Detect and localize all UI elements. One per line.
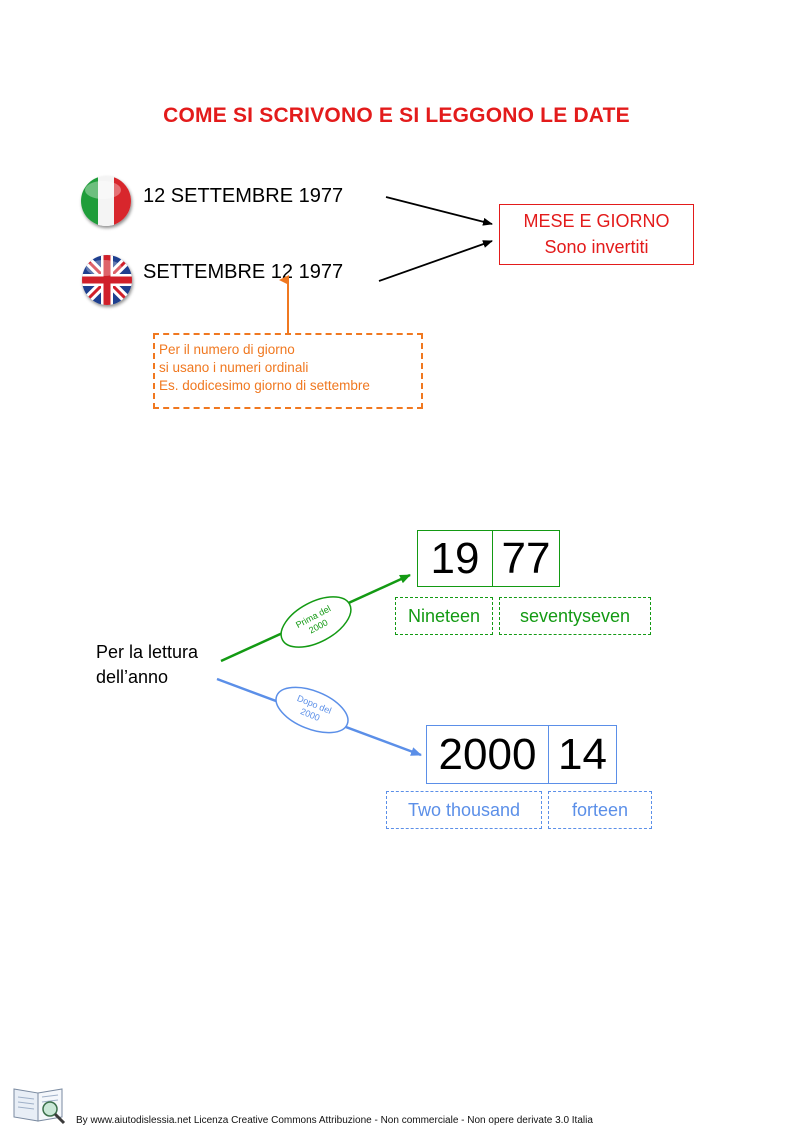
page-title: COME SI SCRIVONO E SI LEGGONO LE DATE [163, 104, 630, 127]
arrow-italian-to-note [385, 196, 493, 226]
ordinal-numbers-note: Per il numero di giorno si usano i numer… [153, 333, 423, 409]
note-orange-line1: Per il numero di giorno [159, 342, 295, 357]
reading-two-thousand: Two thousand [386, 791, 542, 829]
note-orange-line2: si usano i numeri ordinali [159, 360, 309, 375]
year-reading-line1: Per la lettura [96, 642, 199, 662]
month-day-inverted-note: MESE E GIORNO Sono invertiti [499, 204, 694, 265]
badge-before-2000: Prima del 2000 [280, 596, 352, 648]
year-box-2014: 2000 14 [426, 725, 617, 784]
year-reading-label: Per la lettura dell’anno [96, 640, 198, 690]
english-date: SETTEMBRE 12 1977 [143, 261, 344, 283]
year-part-19: 19 [418, 531, 493, 586]
note-red-line2: Sono invertiti [544, 237, 649, 257]
note-red-line1: MESE E GIORNO [523, 211, 670, 231]
year-part-77: 77 [501, 533, 551, 583]
reading-nineteen: Nineteen [395, 597, 493, 635]
year-reading-line2: dell’anno [96, 667, 169, 687]
reading-forteen: forteen [548, 791, 652, 829]
note-orange-line3: Es. dodicesimo giorno di settembre [159, 378, 370, 393]
badge-after-2000: Dopo del 2000 [275, 686, 349, 734]
book-magnifier-logo-icon [12, 1083, 68, 1125]
arrow-english-to-note [378, 240, 493, 282]
reading-seventyseven: seventyseven [499, 597, 651, 635]
license-footer: By www.aiutodislessia.net Licenza Creati… [76, 1115, 593, 1126]
year-part-14: 14 [558, 729, 607, 779]
italy-flag-icon [81, 176, 131, 226]
year-part-2000: 2000 [427, 726, 549, 783]
uk-flag-icon [82, 255, 132, 305]
year-box-1977: 19 77 [417, 530, 560, 587]
italian-date: 12 SETTEMBRE 1977 [143, 185, 344, 207]
